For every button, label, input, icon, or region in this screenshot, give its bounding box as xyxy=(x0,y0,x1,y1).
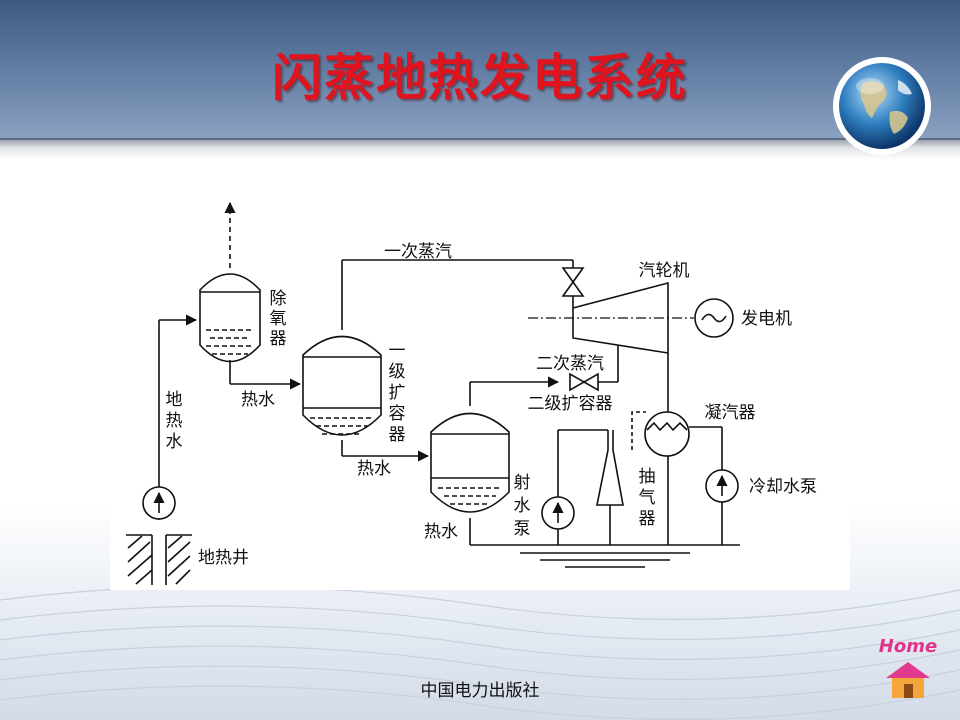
label-jet-pump-2: 水 xyxy=(514,496,531,516)
globe-icon xyxy=(833,57,931,155)
slide-title: 闪蒸地热发电系统 xyxy=(272,49,688,107)
label-first-flash-2: 级 xyxy=(389,362,406,382)
geothermal-well xyxy=(126,534,192,585)
deaerator-vessel xyxy=(199,273,261,363)
label-ejector-2: 气 xyxy=(639,488,656,508)
home-button[interactable]: Home xyxy=(876,636,940,702)
label-geo-water-3: 水 xyxy=(166,432,183,452)
label-turbine: 汽轮机 xyxy=(639,261,690,281)
header-bar xyxy=(0,0,960,140)
condenser-icon xyxy=(644,411,690,457)
label-second-steam: 二次蒸汽 xyxy=(536,354,604,374)
jet-water-pump-icon xyxy=(541,496,575,530)
generator-icon xyxy=(694,298,734,338)
primary-steam-valve-icon xyxy=(561,267,585,297)
label-primary-steam: 一次蒸汽 xyxy=(384,242,452,262)
header-shadow xyxy=(0,138,960,160)
label-ejector-1: 抽 xyxy=(639,467,656,487)
cooling-water-pump-icon xyxy=(705,469,739,503)
label-hot-water-2: 热水 xyxy=(357,459,391,479)
label-first-flash-4: 容 xyxy=(389,404,406,424)
label-generator: 发电机 xyxy=(741,309,792,329)
secondary-steam-valve-icon xyxy=(569,372,599,392)
house-icon xyxy=(886,662,930,698)
background-waves xyxy=(0,585,960,720)
label-deaerator-2: 氧 xyxy=(270,309,287,329)
home-label: Home xyxy=(878,636,938,657)
label-hot-water-3: 热水 xyxy=(424,522,458,542)
second-flash-vessel xyxy=(430,412,510,513)
well-pump-icon xyxy=(142,486,176,520)
label-first-flash-3: 扩 xyxy=(389,383,406,403)
label-geo-water-1: 地 xyxy=(166,390,183,410)
label-ejector-3: 器 xyxy=(639,509,656,529)
label-deaerator-3: 器 xyxy=(270,329,287,349)
flash-steam-diagram: 一次蒸汽 汽轮机 发电机 除 氧 器 一 级 扩 容 器 二次蒸汽 二级扩容器 … xyxy=(110,190,850,590)
label-geo-water-2: 热 xyxy=(166,411,183,431)
label-hot-water-1: 热水 xyxy=(241,390,275,410)
label-first-flash-5: 器 xyxy=(389,425,406,445)
label-deaerator-1: 除 xyxy=(270,289,287,309)
first-flash-vessel xyxy=(302,335,382,436)
label-well: 地热井 xyxy=(198,548,249,568)
label-jet-pump-1: 射 xyxy=(514,473,531,493)
label-second-flash: 二级扩容器 xyxy=(528,394,613,414)
label-cooling-pump: 冷却水泵 xyxy=(749,477,817,497)
publisher-footer: 中国电力出版社 xyxy=(420,681,540,701)
label-first-flash-1: 一 xyxy=(389,341,406,361)
label-condenser: 凝汽器 xyxy=(705,403,756,423)
label-jet-pump-3: 泵 xyxy=(514,519,531,539)
